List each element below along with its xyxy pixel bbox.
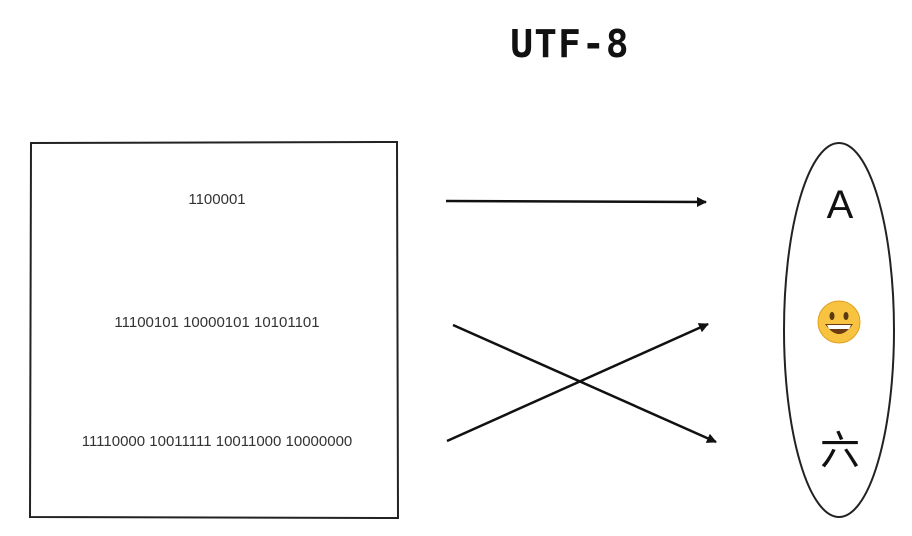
grinning-face-icon [817, 300, 861, 344]
arrow-cjk [452, 323, 717, 444]
bytes-cjk: 11100101 10000101 10101101 [114, 314, 320, 331]
characters-ellipse [783, 142, 895, 518]
bytes-box [28, 140, 400, 520]
char-a: A [826, 183, 854, 227]
bytes-a: 1100001 [188, 191, 246, 208]
diagram-title: UTF-8 [510, 22, 630, 66]
char-cjk: 六 [820, 428, 860, 474]
arrow-emoji [446, 322, 709, 443]
arrow-a [445, 196, 707, 207]
bytes-emoji: 11110000 10011111 10011000 10000000 [81, 433, 353, 450]
